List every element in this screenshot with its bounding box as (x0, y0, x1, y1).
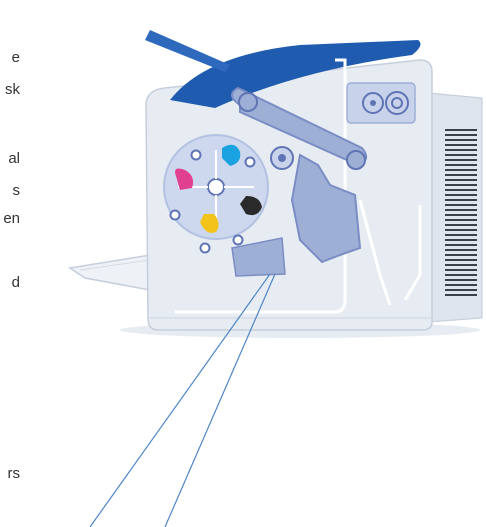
printer-side-panel (428, 93, 482, 322)
carousel-ring-marker (171, 211, 180, 220)
paper-tray (70, 255, 150, 290)
fuser-unit (347, 83, 415, 123)
carousel-ring-marker (201, 244, 210, 253)
carousel-ring-marker (192, 151, 201, 160)
carousel-ring-marker (234, 236, 243, 245)
carousel-ring-marker (246, 158, 255, 167)
